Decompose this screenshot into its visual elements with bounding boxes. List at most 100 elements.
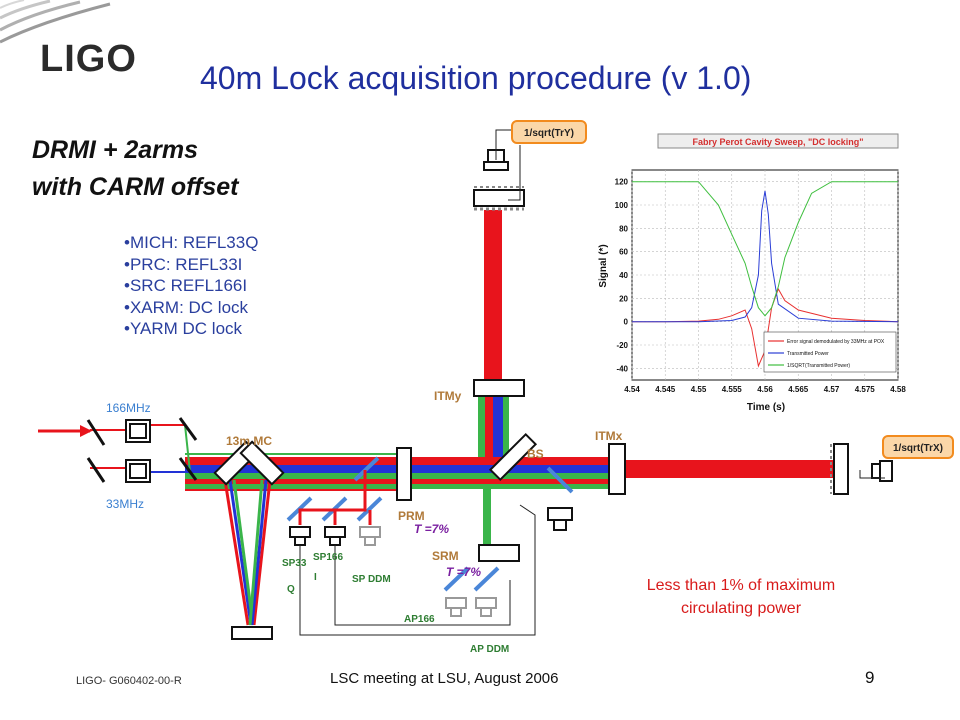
label-mc: 13m MC: [226, 434, 272, 448]
label-sp166-i: I: [314, 572, 317, 583]
srm-beam-green: [483, 480, 491, 545]
mc-thin-beams: [90, 424, 410, 491]
footer-meeting: LSC meeting at LSU, August 2006: [330, 670, 559, 687]
try-pd-box: [511, 120, 587, 144]
chart-y-tick-label: 40: [619, 271, 628, 280]
itmx-mirror: [608, 443, 626, 495]
footer-page-number: 9: [865, 668, 875, 687]
prm-mirror: [396, 447, 412, 501]
itmy-mirror: [473, 379, 525, 397]
eom-steer-mirror-2: [86, 457, 106, 483]
chart-legend-label: Transmitted Power: [787, 351, 829, 357]
bullet-item: SRC REFL166I: [124, 275, 258, 297]
bullet-item: MICH: REFL33Q: [124, 232, 258, 254]
note-line-2: circulating power: [680, 600, 802, 617]
label-sp33-q: Q: [287, 584, 295, 595]
photodetectors: [289, 149, 893, 546]
chart-legend-label: Error signal demodulated by 33MHz at POX: [787, 339, 885, 345]
label-srm: SRM: [432, 549, 459, 563]
chart-series-line: [632, 287, 899, 368]
chart-x-tick-label: 4.58: [890, 385, 906, 394]
y-arm-beam-blue: [493, 392, 503, 462]
mc-cavity-beams: [223, 479, 272, 626]
label-itmy: ITMy: [434, 389, 462, 403]
control-bullet-list: MICH: REFL33Q PRC: REFL33I SRC REFL166I …: [124, 232, 258, 340]
y-arm-beam-green-2: [503, 392, 509, 462]
chart-y-tick-label: 80: [619, 224, 628, 233]
beamsplitter: [488, 432, 538, 482]
label-prm-transmission: T =7%: [414, 522, 449, 536]
label-ap-ddm: AP DDM: [470, 644, 509, 655]
chart-title-box: [657, 133, 899, 149]
label-166mhz: 166MHz: [106, 401, 151, 415]
chart-x-tick-label: 4.57: [824, 385, 840, 394]
input-arrow-icon: [80, 425, 92, 437]
chart-y-tick-label: 20: [619, 294, 628, 303]
pickoff-beams: [298, 470, 372, 525]
trx-pd-box: [882, 435, 954, 459]
chart-y-tick-label: 100: [615, 201, 629, 210]
chart-y-tick-label: 120: [615, 178, 629, 187]
ligo-logo-area: LIGO: [0, 0, 200, 90]
chart-title: Fabry Perot Cavity Sweep, "DC locking": [692, 137, 863, 147]
chart-xlabel: Time (s): [747, 402, 785, 413]
label-bs: BS: [527, 447, 544, 461]
chart-x-tick-label: 4.545: [655, 385, 676, 394]
cavity-sweep-chart: Fabry Perot Cavity Sweep, "DC locking" S…: [596, 126, 906, 416]
subtitle-line-2: with CARM offset: [32, 173, 239, 201]
label-sp33: SP33: [282, 558, 307, 569]
footer-doc-id: LIGO- G060402-00-R: [76, 675, 182, 687]
chart-x-tick-label: 4.56: [757, 385, 773, 394]
etmy-mirror: [473, 189, 525, 207]
chart-ylabel: Signal (*): [598, 244, 609, 287]
label-itmx: ITMx: [595, 429, 623, 443]
chart-series-line: [632, 190, 899, 323]
y-arm-beam-red-lower: [485, 392, 493, 462]
mc-end-mirror: [231, 626, 273, 640]
chart-legend-box: [763, 331, 897, 373]
label-srm-transmission: T =7%: [446, 565, 481, 579]
ligo-swirl-icon: [0, 0, 111, 44]
label-33mhz: 33MHz: [106, 497, 144, 511]
chart-x-tick-label: 4.54: [624, 385, 640, 394]
eom-steer-mirror-4: [178, 457, 198, 481]
label-prm: PRM: [398, 509, 425, 523]
bullet-item: YARM DC lock: [124, 318, 258, 340]
chart-x-tick-label: 4.55: [691, 385, 707, 394]
chart-y-tick-label: 60: [619, 248, 628, 257]
try-pd-label: 1/sqrt(TrY): [524, 128, 574, 139]
photodetectors-grey: [359, 526, 497, 617]
chart-x-tick-label: 4.555: [722, 385, 743, 394]
mc-mirror-2: [239, 440, 285, 486]
bullet-item: XARM: DC lock: [124, 297, 258, 319]
bullet-item: PRC: REFL33I: [124, 254, 258, 276]
chart-series-line: [632, 181, 898, 317]
chart-x-tick-label: 4.565: [788, 385, 809, 394]
chart-x-tick-label: 4.575: [855, 385, 876, 394]
eom-166-icon-body: [129, 423, 147, 439]
label-ap166: AP166: [404, 614, 435, 625]
note-line-1: Less than 1% of maximum: [646, 577, 836, 594]
chart-y-tick-label: 0: [624, 318, 629, 327]
logo-text: LIGO: [40, 38, 137, 80]
x-arm-beam-red: [625, 460, 835, 478]
slide-title: 40m Lock acquisition procedure (v 1.0): [200, 60, 752, 96]
eom-steer-mirror-3: [178, 417, 198, 441]
subtitle-line-1: DRMI + 2arms: [32, 136, 199, 164]
label-sp-ddm: SP DDM: [352, 574, 391, 585]
chart-legend-label: 1/SQRT(Transmitted Power): [787, 363, 850, 369]
eom-steer-mirror: [86, 419, 106, 446]
signal-wires: [299, 129, 885, 636]
etmx-mirror: [833, 443, 849, 495]
srm-mirror: [478, 544, 520, 562]
label-sp166: SP166: [313, 552, 343, 563]
trx-pd-label: 1/sqrt(TrX): [893, 443, 943, 454]
y-arm-beam-green: [478, 392, 485, 462]
chart-y-tick-label: -40: [616, 364, 628, 373]
power-note: Less than 1% of maximum circulating powe…: [622, 574, 860, 620]
slide-subtitle: DRMI + 2arms with CARM offset: [32, 132, 238, 206]
y-arm-beam-red: [484, 210, 502, 385]
chart-y-tick-label: -20: [616, 341, 628, 350]
eom-33-icon-body: [129, 463, 147, 479]
